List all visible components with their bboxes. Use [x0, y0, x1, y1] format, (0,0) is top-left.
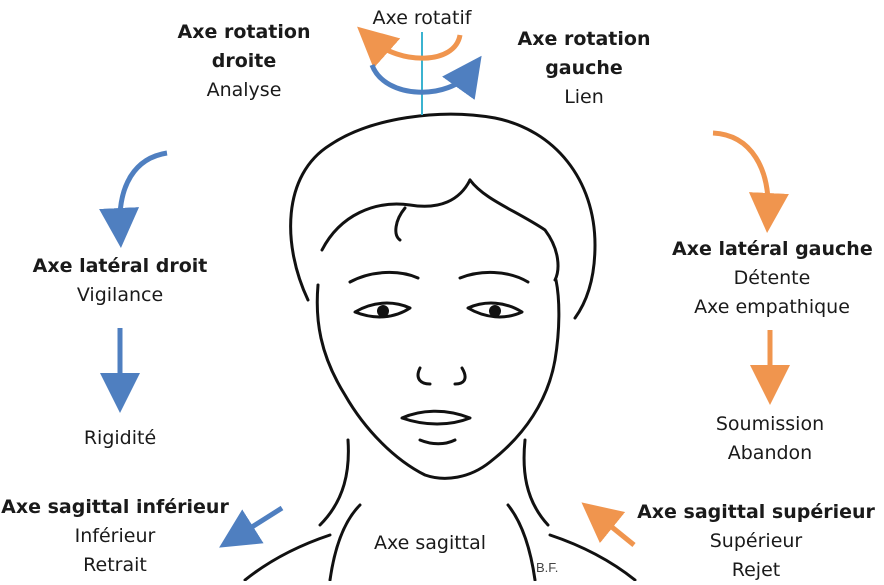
lateral-droit-title: Axe latéral droit [20, 252, 220, 281]
axe-sagittal-label: Axe sagittal [370, 529, 490, 558]
lateral-gauche-arrow [713, 133, 768, 213]
rigidite-label: Rigidité [50, 424, 190, 453]
rotation-droite-sub: Analyse [160, 76, 328, 105]
rotation-arrow-orange [372, 35, 460, 58]
rotation-droite-title-1: Axe rotation [160, 18, 328, 47]
sagittal-inferieur-sub-2: Retrait [0, 551, 230, 580]
lateral-gauche-group: Axe latéral gauche Détente Axe empathiqu… [672, 235, 872, 322]
lateral-gauche-title: Axe latéral gauche [672, 235, 872, 264]
lateral-gauche-sub-2: Axe empathique [672, 293, 872, 322]
lateral-gauche-sub-1: Détente [672, 264, 872, 293]
sagittal-inferieur-group: Axe sagittal inférieur Inférieur Retrait [0, 493, 230, 580]
rotation-gauche-sub: Lien [500, 83, 668, 112]
axe-rotatif-label: Axe rotatif [355, 4, 489, 33]
lateral-droit-group: Axe latéral droit Vigilance [20, 252, 220, 310]
rotation-gauche-group: Axe rotation gauche Lien [500, 25, 668, 112]
rotation-droite-title-2: droite [160, 47, 328, 76]
soumission-group: Soumission Abandon [700, 410, 840, 468]
sagittal-inferieur-title: Axe sagittal inférieur [0, 493, 230, 522]
sagittal-superieur-arrow [597, 515, 634, 545]
rotation-gauche-title-2: gauche [500, 54, 668, 83]
sagittal-superieur-title: Axe sagittal supérieur [636, 498, 876, 527]
rotation-droite-group: Axe rotation droite Analyse [160, 18, 328, 105]
sagittal-inferieur-arrow [236, 508, 282, 537]
lateral-droit-arrow [120, 153, 167, 228]
sagittal-superieur-sub-1: Supérieur [636, 527, 876, 556]
rotation-gauche-title-1: Axe rotation [500, 25, 668, 54]
signature: B.F. [536, 560, 558, 575]
lateral-droit-sub: Vigilance [20, 281, 220, 310]
abandon-label: Abandon [700, 439, 840, 468]
sagittal-superieur-group: Axe sagittal supérieur Supérieur Rejet [636, 498, 876, 585]
soumission-label: Soumission [700, 410, 840, 439]
sagittal-inferieur-sub-1: Inférieur [0, 522, 230, 551]
